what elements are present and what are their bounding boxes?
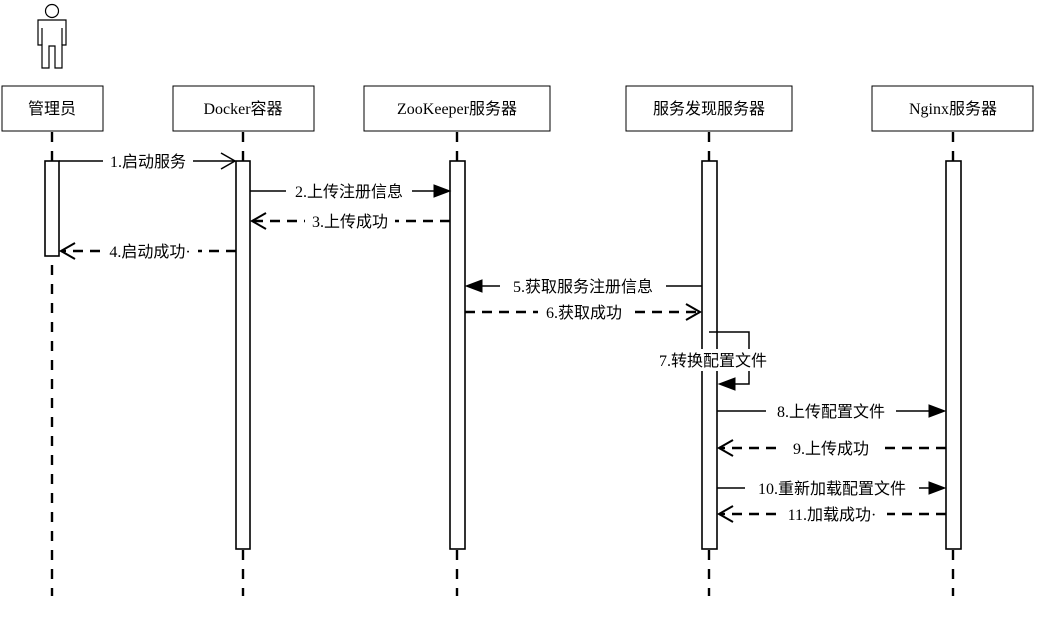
participant-label: ZooKeeper服务器 — [397, 100, 517, 118]
message-5: 5.获取服务注册信息 — [464, 275, 702, 296]
participant-docker: Docker容器 — [172, 85, 315, 132]
participant-label: 管理员 — [28, 100, 76, 118]
message-9: 9.上传成功 — [716, 437, 946, 458]
message-label: 7.转换配置文件 — [659, 352, 767, 370]
participant-label: Docker容器 — [203, 100, 282, 118]
message-4: 4.启动成功· — [58, 240, 236, 261]
person-icon — [37, 3, 67, 69]
activation-docker — [235, 160, 251, 550]
message-6: 6.获取成功 — [465, 301, 703, 322]
message-label: 9.上传成功 — [793, 440, 869, 458]
message-label: 5.获取服务注册信息 — [513, 278, 653, 296]
lifelines — [50, 132, 955, 596]
participant-admin: 管理员 — [1, 85, 104, 132]
message-label: 1.启动服务 — [110, 153, 186, 171]
participant-zookeeper: ZooKeeper服务器 — [363, 85, 551, 132]
participant-nginx: Nginx服务器 — [871, 85, 1034, 132]
participant-label: Nginx服务器 — [909, 100, 997, 118]
message-label: 10.重新加载配置文件 — [758, 480, 906, 498]
message-1: 1.启动服务 — [59, 150, 237, 171]
activation-zookeeper — [449, 160, 466, 550]
activation-nginx — [945, 160, 962, 550]
message-8: 8.上传配置文件 — [717, 400, 947, 421]
message-label: 4.启动成功· — [109, 243, 190, 261]
message-10: 10.重新加载配置文件 — [717, 477, 947, 498]
activation-admin — [44, 160, 60, 257]
message-label: 8.上传配置文件 — [777, 403, 885, 421]
participant-label: 服务发现服务器 — [653, 100, 765, 118]
message-label: 11.加载成功· — [788, 506, 877, 524]
message-11: 11.加载成功· — [716, 503, 946, 524]
message-2: 2.上传注册信息 — [250, 180, 452, 201]
participant-discovery: 服务发现服务器 — [625, 85, 793, 132]
message-3: 3.上传成功 — [249, 210, 450, 231]
message-label: 3.上传成功 — [312, 213, 388, 231]
message-label: 2.上传注册信息 — [295, 183, 403, 201]
message-7: 7.转换配置文件 — [648, 331, 778, 391]
message-label: 6.获取成功 — [546, 304, 622, 322]
